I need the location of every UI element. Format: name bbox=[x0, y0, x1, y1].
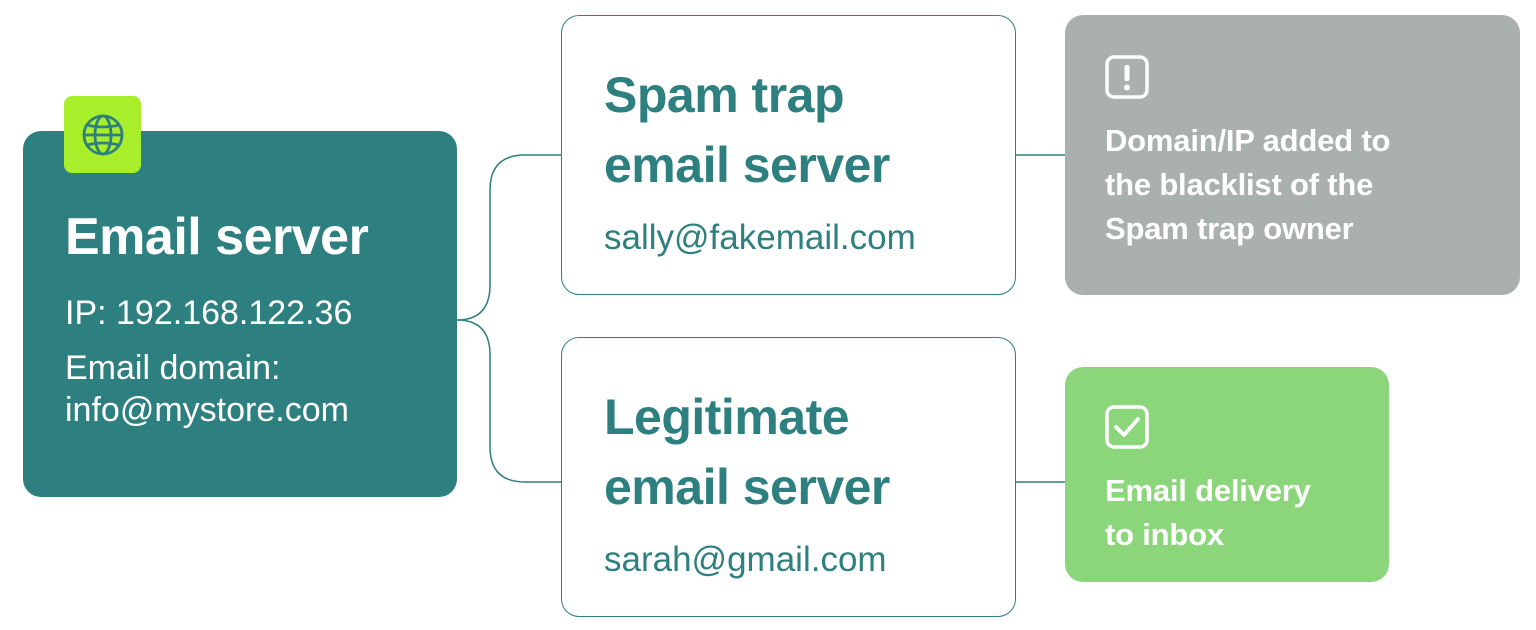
delivery-outcome-card: Email delivery to inbox bbox=[1065, 367, 1389, 582]
blacklist-text-line2: the blacklist of the bbox=[1105, 167, 1374, 202]
spam-trap-title-line2: email server bbox=[604, 137, 890, 193]
globe-badge bbox=[64, 96, 141, 173]
connector-source-to-legitimate bbox=[456, 319, 561, 483]
legitimate-title-line2: email server bbox=[604, 459, 890, 515]
legitimate-server-card: Legitimate email server sarah@gmail.com bbox=[561, 337, 1016, 617]
spam-trap-server-card: Spam trap email server sally@fakemail.co… bbox=[561, 15, 1016, 295]
blacklist-text-line1: Domain/IP added to bbox=[1105, 123, 1391, 158]
alert-icon bbox=[1105, 55, 1149, 99]
source-domain-label: Email domain: bbox=[65, 349, 281, 387]
source-ip: IP: 192.168.122.36 bbox=[65, 294, 353, 332]
delivery-text-line2: to inbox bbox=[1105, 517, 1224, 552]
blacklist-outcome-card: Domain/IP added to the blacklist of the … bbox=[1065, 15, 1520, 295]
legitimate-title-line1: Legitimate bbox=[604, 389, 850, 445]
source-email-server-card: Email server IP: 192.168.122.36 Email do… bbox=[23, 131, 457, 497]
source-domain: Email domain: info@mystore.com bbox=[65, 347, 457, 431]
globe-icon bbox=[82, 114, 123, 155]
blacklist-text-line3: Spam trap owner bbox=[1105, 211, 1354, 246]
source-title: Email server bbox=[65, 208, 369, 266]
delivery-text: Email delivery to inbox bbox=[1105, 469, 1375, 557]
spam-trap-title-line1: Spam trap bbox=[604, 67, 845, 123]
check-icon bbox=[1105, 405, 1149, 449]
source-domain-value: info@mystore.com bbox=[65, 391, 349, 429]
blacklist-text: Domain/IP added to the blacklist of the … bbox=[1105, 119, 1495, 251]
spam-trap-email: sally@fakemail.com bbox=[604, 218, 916, 257]
connector-source-to-spam-trap bbox=[456, 154, 561, 321]
legitimate-title: Legitimate email server bbox=[604, 382, 1015, 522]
legitimate-email: sarah@gmail.com bbox=[604, 540, 887, 579]
delivery-text-line1: Email delivery bbox=[1105, 473, 1311, 508]
spam-trap-title: Spam trap email server bbox=[604, 60, 1015, 200]
